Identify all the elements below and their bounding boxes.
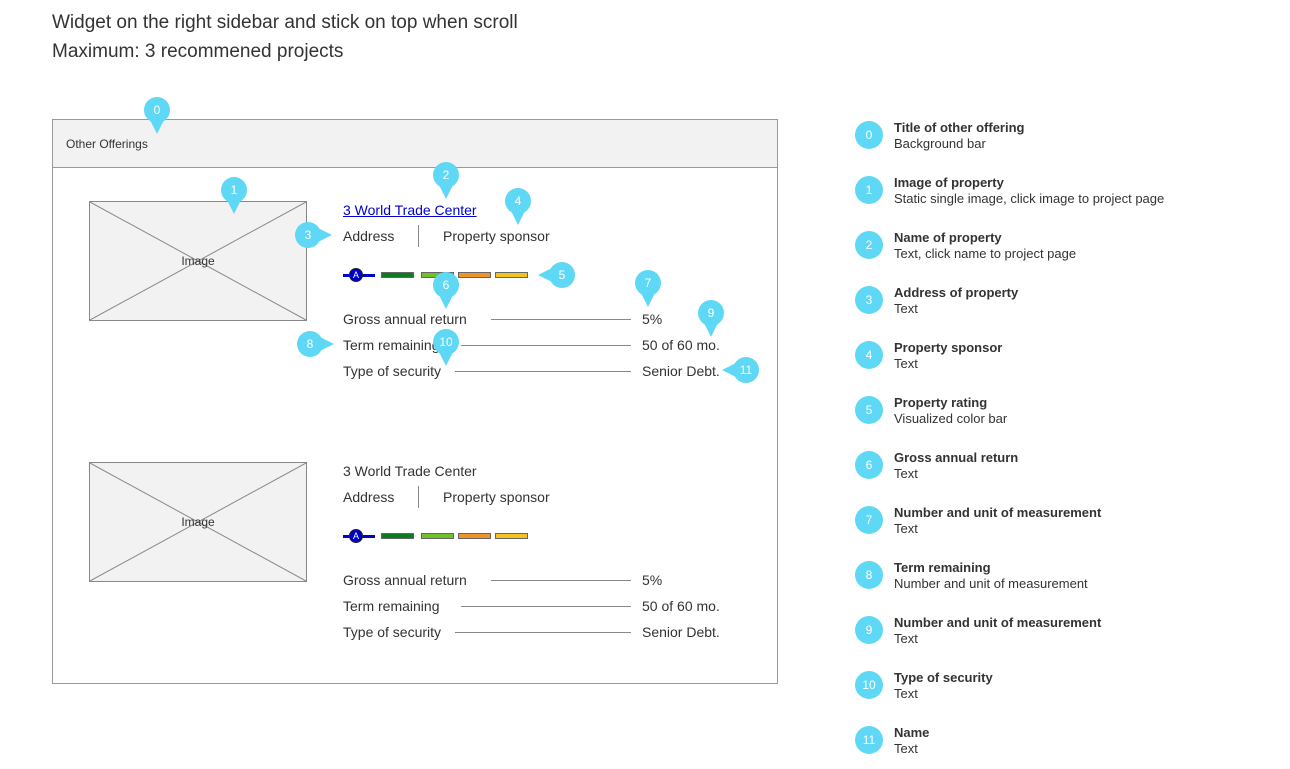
legend-desc: Text	[894, 301, 918, 316]
legend-title: Property sponsor	[894, 340, 1003, 355]
gross-annual-return-label: Gross annual return	[343, 311, 467, 327]
legend-desc: Background bar	[894, 136, 986, 151]
legend-title: Image of property	[894, 175, 1004, 190]
note-line-2: Maximum: 3 recommened projects	[52, 41, 344, 62]
legend-title: Gross annual return	[894, 450, 1019, 465]
leader-line	[461, 345, 631, 346]
legend-number: 6	[855, 451, 883, 479]
property-address: Address	[343, 489, 395, 505]
legend-item-6: 6 Gross annual return Text	[855, 450, 1275, 490]
legend-desc: Static single image, click image to proj…	[894, 191, 1165, 206]
property-name-link[interactable]: 3 World Trade Center	[343, 202, 477, 218]
type-of-security-label: Type of security	[343, 624, 442, 640]
type-of-security-label: Type of security	[343, 363, 442, 379]
legend-number: 10	[855, 671, 883, 699]
legend-desc: Text	[894, 466, 918, 481]
legend-item-7: 7 Number and unit of measurement Text	[855, 505, 1275, 545]
divider	[418, 486, 419, 508]
legend-desc: Text	[894, 631, 918, 646]
legend-desc: Number and unit of measurement	[894, 576, 1088, 591]
rating-segment	[458, 272, 491, 278]
property-rating-bar: A	[343, 529, 533, 543]
type-of-security-value: Senior Debt.	[642, 624, 720, 640]
leader-line	[461, 606, 631, 607]
legend-item-9: 9 Number and unit of measurement Text	[855, 615, 1275, 655]
property-image[interactable]: Image	[89, 201, 307, 321]
legend-desc: Text	[894, 521, 918, 536]
legend-title: Name	[894, 725, 930, 740]
legend-title: Type of security	[894, 670, 993, 685]
leader-line	[455, 632, 631, 633]
other-offerings-widget: Other Offerings Image 3 World Trade Cent…	[52, 119, 778, 684]
gross-annual-return-value: 5%	[642, 572, 663, 588]
legend-number: 9	[855, 616, 883, 644]
legend-title: Name of property	[894, 230, 1002, 245]
leader-line	[455, 371, 631, 372]
term-remaining-label: Term remaining	[343, 337, 440, 353]
property-sponsor: Property sponsor	[443, 489, 550, 505]
widget-title: Other Offerings	[66, 137, 148, 151]
property-address: Address	[343, 228, 395, 244]
legend-item-0: 0 Title of other offering Background bar	[855, 120, 1275, 160]
property-sponsor: Property sponsor	[443, 228, 550, 244]
note-line-1: Widget on the right sidebar and stick on…	[52, 12, 518, 33]
rating-segment	[381, 272, 414, 278]
image-placeholder-icon	[90, 202, 306, 320]
image-label: Image	[181, 254, 215, 268]
legend-title: Term remaining	[894, 560, 991, 575]
legend-item-1: 1 Image of property Static single image,…	[855, 175, 1275, 215]
legend-number: 5	[855, 396, 883, 424]
image-placeholder-icon	[90, 463, 306, 581]
legend-title: Number and unit of measurement	[894, 615, 1102, 630]
rating-segment	[495, 533, 528, 539]
image-label: Image	[181, 515, 215, 529]
property-name[interactable]: 3 World Trade Center	[343, 463, 477, 479]
legend-desc: Text, click name to project page	[894, 246, 1077, 261]
leader-line	[491, 319, 631, 320]
widget-header-bar: Other Offerings	[53, 120, 777, 168]
legend-number: 3	[855, 286, 883, 314]
rating-segment	[421, 533, 454, 539]
rating-indicator: A	[349, 268, 363, 282]
legend-item-11: 11 Name Text	[855, 725, 1275, 765]
legend-title: Property rating	[894, 395, 988, 410]
legend-item-3: 3 Address of property Text	[855, 285, 1275, 325]
term-remaining-label: Term remaining	[343, 598, 440, 614]
legend-number: 7	[855, 506, 883, 534]
legend-item-10: 10 Type of security Text	[855, 670, 1275, 710]
term-remaining-value: 50 of 60 mo.	[642, 337, 720, 353]
legend-number: 0	[855, 121, 883, 149]
term-remaining-value: 50 of 60 mo.	[642, 598, 720, 614]
legend-item-2: 2 Name of property Text, click name to p…	[855, 230, 1275, 270]
legend-number: 11	[855, 726, 883, 754]
gross-annual-return-label: Gross annual return	[343, 572, 467, 588]
legend-desc: Text	[894, 741, 918, 756]
legend-number: 1	[855, 176, 883, 204]
legend-desc: Visualized color bar	[894, 411, 1008, 426]
divider	[418, 225, 419, 247]
rating-indicator: A	[349, 529, 363, 543]
legend-title: Title of other offering	[894, 120, 1025, 135]
type-of-security-value: Senior Debt.	[642, 363, 720, 379]
legend-item-5: 5 Property rating Visualized color bar	[855, 395, 1275, 435]
leader-line	[491, 580, 631, 581]
rating-segment	[495, 272, 528, 278]
legend-title: Number and unit of measurement	[894, 505, 1102, 520]
rating-segment	[381, 533, 414, 539]
property-image[interactable]: Image	[89, 462, 307, 582]
gross-annual-return-value: 5%	[642, 311, 663, 327]
legend-title: Address of property	[894, 285, 1019, 300]
legend-number: 2	[855, 231, 883, 259]
legend-desc: Text	[894, 356, 918, 371]
legend-desc: Text	[894, 686, 918, 701]
legend-number: 8	[855, 561, 883, 589]
legend-item-4: 4 Property sponsor Text	[855, 340, 1275, 380]
legend-number: 4	[855, 341, 883, 369]
rating-segment	[458, 533, 491, 539]
legend-item-8: 8 Term remaining Number and unit of meas…	[855, 560, 1275, 600]
